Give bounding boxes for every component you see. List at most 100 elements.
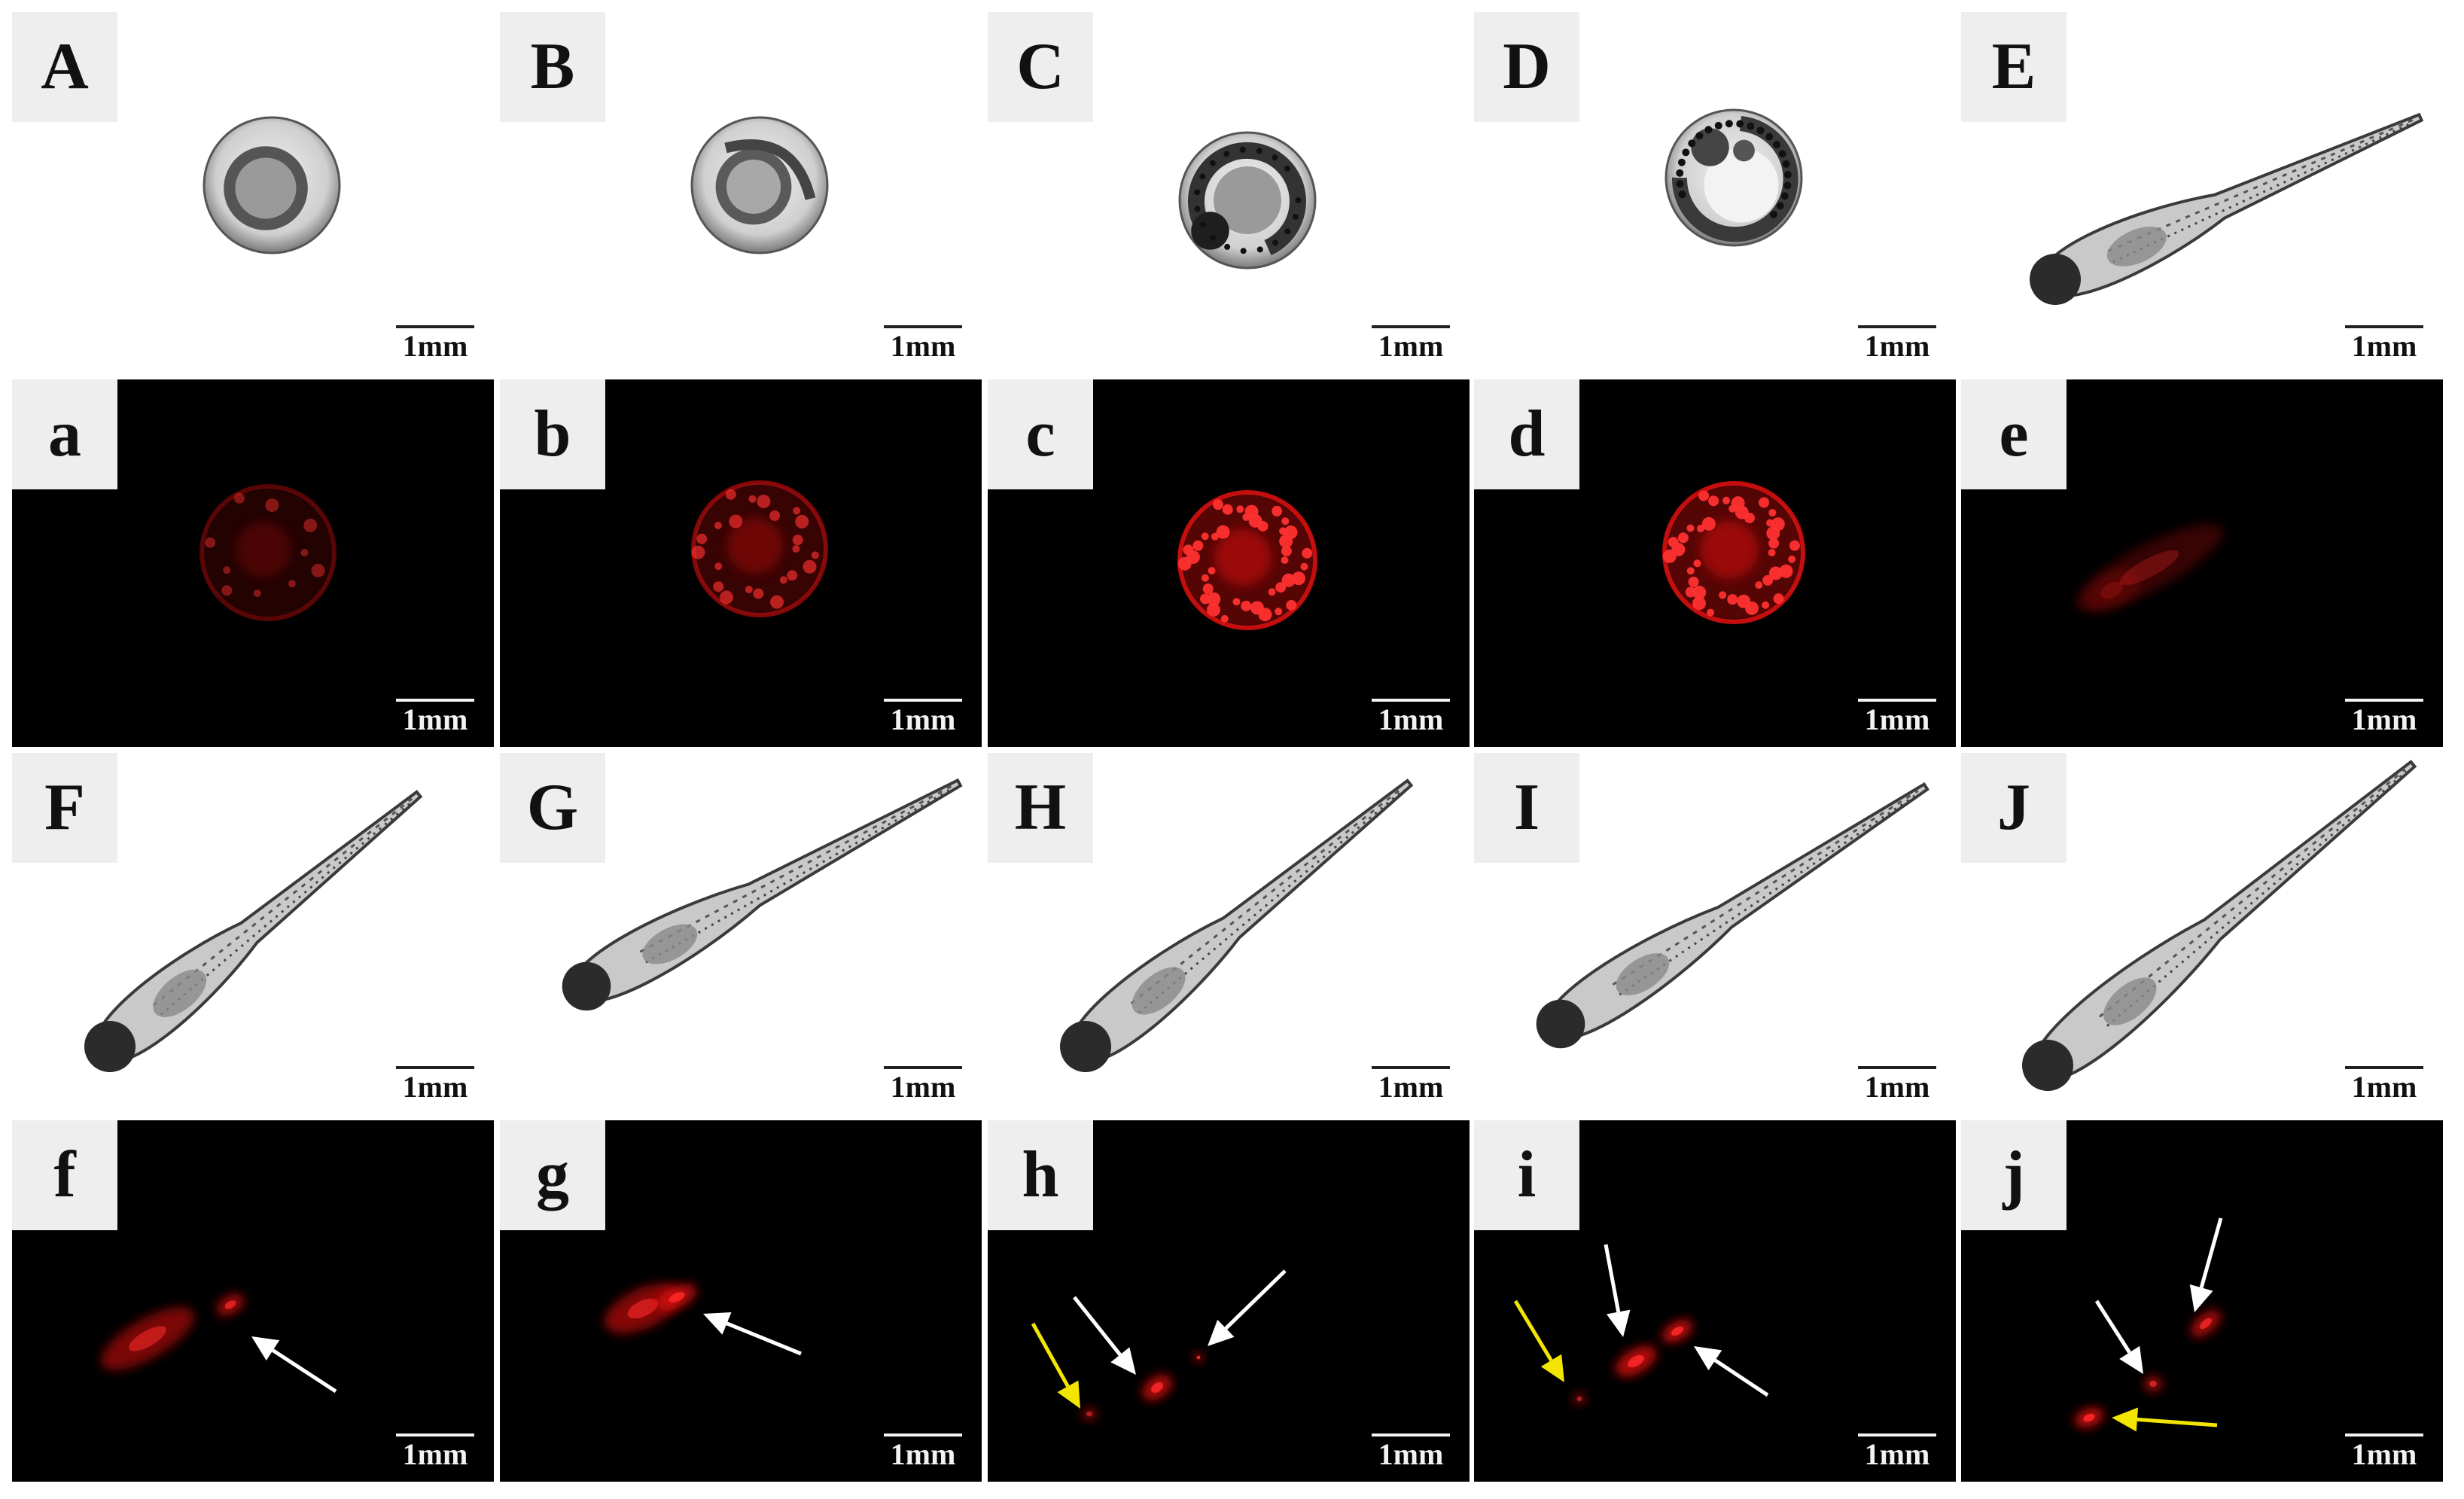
micrograph	[1178, 131, 1317, 270]
arrow-white	[1604, 1244, 1631, 1337]
scale-bar: 1mm	[2345, 699, 2423, 735]
embryo	[1664, 108, 1803, 247]
scale-bar-label: 1mm	[890, 1070, 956, 1104]
scale-bar-line	[1858, 699, 1936, 702]
panel-c: c 1mm	[988, 379, 1470, 747]
panel-f: f 1mm	[12, 1120, 494, 1482]
panel-label: I	[1474, 753, 1579, 863]
scale-bar: 1mm	[2345, 1433, 2423, 1470]
larva-body	[1536, 781, 1929, 1049]
scale-bar: 1mm	[1858, 699, 1936, 735]
panel-label: c	[988, 379, 1093, 489]
micrograph	[2075, 523, 2224, 612]
micrograph	[1536, 781, 1929, 1049]
fluorescent-spot-core	[627, 1298, 659, 1319]
micrograph	[199, 484, 337, 621]
scale-bar-line	[884, 1433, 962, 1437]
panel-label: h	[988, 1120, 1093, 1230]
fluorescent-spot-core	[669, 1292, 685, 1302]
scale-bar-label: 1mm	[402, 1070, 468, 1104]
panel-label: e	[1961, 379, 2067, 489]
fluorescent-spot-core	[2200, 1318, 2212, 1330]
fluorescent-spot	[2083, 568, 2140, 612]
micrograph	[1031, 1269, 1287, 1420]
fluorescent-spot-core	[1576, 1396, 1582, 1402]
micrograph	[1177, 490, 1317, 630]
embryo	[203, 116, 341, 254]
scale-bar-line	[396, 1433, 474, 1437]
fluorescent-embryo	[1662, 481, 1805, 624]
panel-j: j 1mm	[1961, 1120, 2443, 1482]
scale-bar-line	[1372, 1066, 1450, 1069]
scale-bar-line	[1858, 325, 1936, 328]
panel-label: E	[1961, 12, 2067, 122]
scale-bar: 1mm	[1858, 325, 1936, 361]
micrograph	[2074, 1217, 2223, 1432]
panel-label: f	[12, 1120, 117, 1230]
micrograph	[691, 480, 828, 617]
panel-label: i	[1474, 1120, 1579, 1230]
scale-bar-line	[1372, 325, 1450, 328]
arrow-yellow	[1513, 1299, 1564, 1382]
scale-bar-label: 1mm	[1378, 1070, 1444, 1104]
fluorescent-embryo	[691, 480, 828, 617]
scale-bar-line	[884, 1066, 962, 1069]
fluorescent-spot-core	[224, 1300, 236, 1309]
arrow-white	[703, 1312, 802, 1356]
scale-bar-line	[396, 1066, 474, 1069]
scale-bar-label: 1mm	[2351, 702, 2417, 736]
scale-bar: 1mm	[884, 325, 962, 361]
scale-bar-label: 1mm	[1378, 702, 1444, 736]
arrow-yellow	[1031, 1322, 1080, 1409]
micrograph	[203, 116, 341, 254]
micrograph	[604, 1283, 802, 1356]
scale-bar-line	[884, 325, 962, 328]
fluorescent-spot-core	[2083, 1413, 2095, 1422]
panel-E: E 1mm	[1961, 12, 2443, 373]
scale-bar: 1mm	[1372, 1433, 1450, 1470]
scale-bar-label: 1mm	[1378, 1437, 1444, 1471]
micrograph	[2022, 760, 2417, 1091]
scale-bar-label: 1mm	[2351, 329, 2417, 363]
panel-d: d 1mm	[1474, 379, 1956, 747]
micrograph	[84, 790, 423, 1072]
scale-bar-line	[2345, 1433, 2423, 1437]
micrograph	[562, 778, 963, 1011]
scale-bar-label: 1mm	[890, 702, 956, 736]
scale-bar-label: 1mm	[890, 329, 956, 363]
fluorescent-spot-core	[2100, 581, 2123, 599]
scale-bar-line	[396, 699, 474, 702]
scale-bar-line	[2345, 699, 2423, 702]
panel-label: j	[1961, 1120, 2067, 1230]
micrograph	[1060, 778, 1414, 1072]
scale-bar-line	[2345, 325, 2423, 328]
panel-e: e 1mm	[1961, 379, 2443, 747]
panel-label: d	[1474, 379, 1579, 489]
scale-bar: 1mm	[884, 699, 962, 735]
scale-bar-label: 1mm	[1378, 329, 1444, 363]
scale-bar: 1mm	[396, 325, 474, 361]
scale-bar-label: 1mm	[1864, 329, 1930, 363]
scale-bar-line	[1858, 1433, 1936, 1437]
panel-label: g	[500, 1120, 605, 1230]
micrograph	[690, 116, 829, 254]
scale-bar: 1mm	[396, 1433, 474, 1470]
fluorescent-spot-core	[1196, 1355, 1201, 1360]
larva-body	[84, 790, 423, 1072]
fluorescent-spot-core	[129, 1326, 166, 1351]
fluorescent-spot-core	[1086, 1411, 1092, 1417]
larva-body	[2022, 760, 2417, 1091]
scale-bar-line	[1372, 1433, 1450, 1437]
panel-label: H	[988, 753, 1093, 863]
panel-label: J	[1961, 753, 2067, 863]
embryo	[690, 116, 829, 254]
panel-label: a	[12, 379, 117, 489]
larva-body	[562, 778, 963, 1011]
scale-bar: 1mm	[1372, 699, 1450, 735]
scale-bar: 1mm	[2345, 325, 2423, 361]
